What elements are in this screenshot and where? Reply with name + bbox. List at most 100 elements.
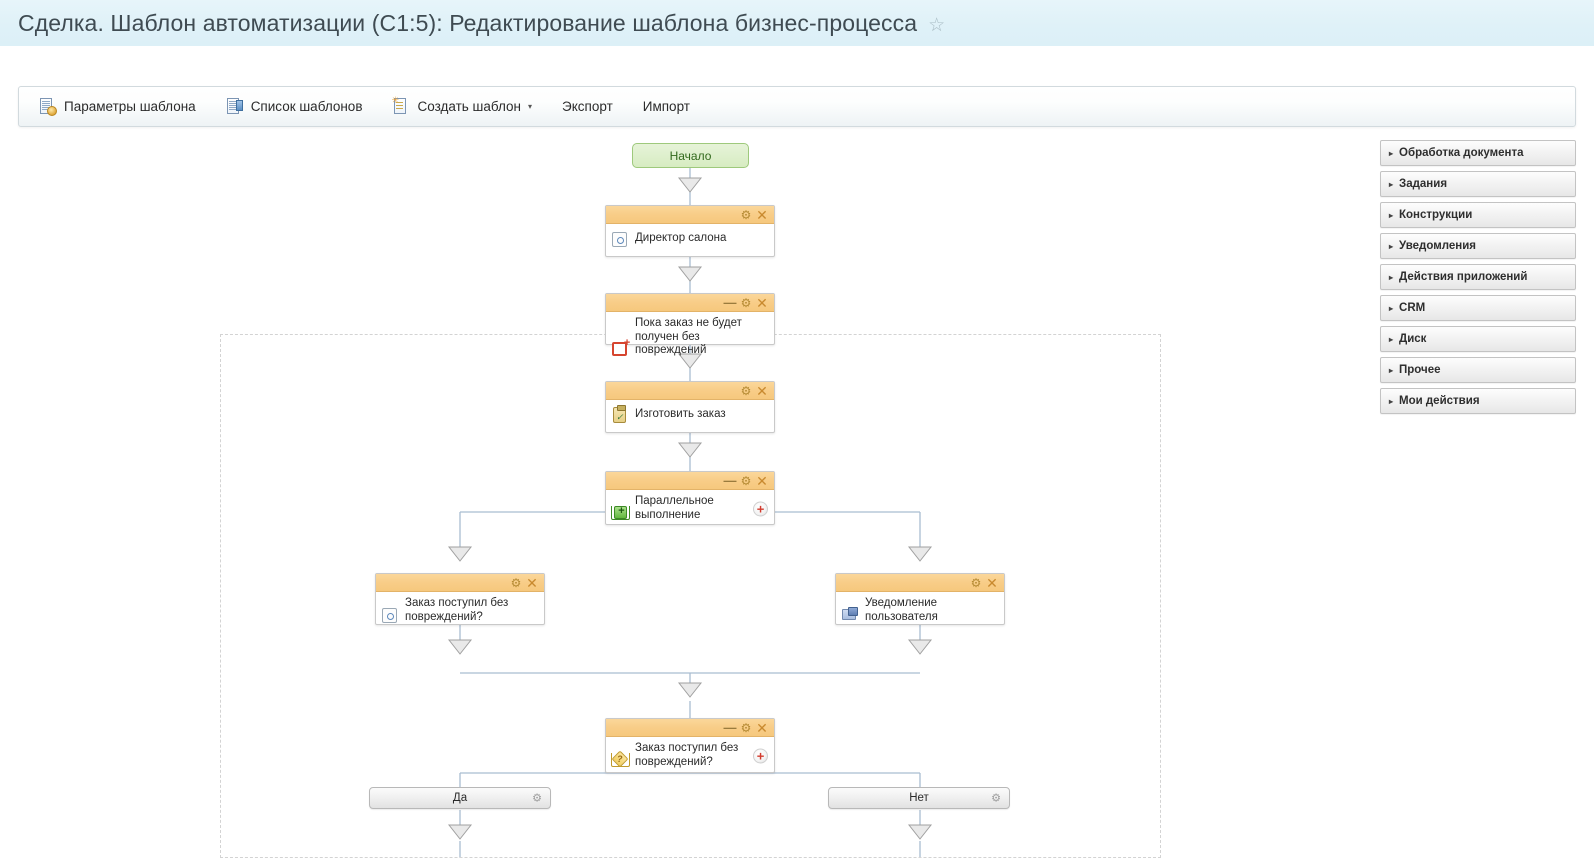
chevron-right-icon: ▸	[1389, 334, 1394, 344]
gear-icon[interactable]: ⚙	[740, 207, 752, 222]
flow-node-notification[interactable]: ⚙ ✕ Уведомление пользователя	[835, 573, 1005, 625]
branch-button-no[interactable]: Нет ⚙	[828, 787, 1010, 809]
toolbar-label: Создать шаблон	[417, 99, 522, 114]
parallel-branch-icon	[611, 504, 630, 522]
flow-node-make-order[interactable]: ⚙ ✕ Изготовить заказ	[605, 381, 775, 433]
flow-node-start[interactable]: Начало	[632, 143, 749, 168]
chevron-right-icon: ▸	[1389, 210, 1394, 220]
gear-icon[interactable]: ⚙	[740, 295, 752, 310]
gear-icon[interactable]: ⚙	[510, 575, 522, 590]
sidebar-item-label: Задания	[1399, 178, 1448, 190]
flow-node-while-loop[interactable]: — ⚙ ✕ Пока заказ не будет получен без по…	[605, 293, 775, 356]
document-list-icon	[226, 98, 243, 115]
flow-node-check-left[interactable]: ⚙ ✕ Заказ поступил без повреждений?	[375, 573, 545, 625]
toolbar-label: Импорт	[642, 99, 690, 114]
node-body: Изготовить заказ	[606, 400, 774, 430]
minimize-icon[interactable]: —	[723, 473, 737, 488]
node-body: Заказ поступил без повреждений?	[376, 592, 544, 630]
branch-label: Нет	[909, 792, 929, 804]
gear-icon[interactable]: ⚙	[991, 792, 1001, 805]
chevron-right-icon: ▸	[1389, 148, 1394, 158]
node-body: Уведомление пользователя	[836, 592, 1004, 630]
sidebar-item-tasks[interactable]: ▸ Задания	[1380, 171, 1576, 197]
add-condition-branch-button[interactable]: +	[753, 748, 768, 764]
toolbar-button-export[interactable]: Экспорт	[547, 87, 628, 126]
node-header: ⚙ ✕	[606, 206, 774, 224]
toolbar-button-template-list[interactable]: Список шаблонов	[211, 87, 378, 126]
loop-icon	[611, 338, 630, 358]
sidebar-item-constructions[interactable]: ▸ Конструкции	[1380, 202, 1576, 228]
sidebar-item-crm[interactable]: ▸ CRM	[1380, 295, 1576, 321]
chevron-right-icon: ▸	[1389, 241, 1394, 251]
flow-node-parallel[interactable]: — ⚙ ✕ Параллельное выполнение +	[605, 471, 775, 525]
close-icon[interactable]: ✕	[756, 206, 768, 223]
close-icon[interactable]: ✕	[986, 574, 998, 591]
close-icon[interactable]: ✕	[756, 719, 768, 736]
node-label: Уведомление пользователя	[865, 597, 938, 623]
close-icon[interactable]: ✕	[526, 574, 538, 591]
sidebar-item-label: Диск	[1399, 333, 1427, 345]
gear-icon[interactable]: ⚙	[970, 575, 982, 590]
branch-label: Да	[452, 792, 468, 804]
toolbar-label: Экспорт	[562, 99, 613, 114]
flowchart-canvas[interactable]: Начало ⚙ ✕ Директор салона — ⚙ ✕ Пока за…	[0, 135, 1594, 858]
sidebar-item-label: Действия приложений	[1399, 271, 1528, 283]
branch-button-yes[interactable]: Да ⚙	[369, 787, 551, 809]
task-clipboard-icon	[611, 405, 629, 424]
sidebar-item-disk[interactable]: ▸ Диск	[1380, 326, 1576, 352]
sidebar-item-label: Конструкции	[1399, 209, 1473, 221]
sidebar-item-notifications[interactable]: ▸ Уведомления	[1380, 233, 1576, 259]
node-header: — ⚙ ✕	[606, 472, 774, 490]
actions-sidebar: ▸ Обработка документа ▸ Задания ▸ Констр…	[1380, 140, 1576, 419]
node-body: Параллельное выполнение +	[606, 490, 774, 528]
sidebar-item-document-processing[interactable]: ▸ Обработка документа	[1380, 140, 1576, 166]
node-label: Директор салона	[635, 231, 727, 244]
node-label: Изготовить заказ	[635, 407, 726, 420]
add-branch-button[interactable]: +	[753, 501, 768, 517]
chevron-right-icon: ▸	[1389, 365, 1394, 375]
gear-icon[interactable]: ⚙	[740, 383, 752, 398]
gear-icon[interactable]: ⚙	[740, 473, 752, 488]
minimize-icon[interactable]: —	[723, 720, 737, 735]
close-icon[interactable]: ✕	[756, 472, 768, 489]
favorite-star-icon[interactable]: ☆	[928, 14, 946, 36]
sidebar-item-label: Прочее	[1399, 364, 1441, 376]
condition-diamond-icon: ?	[611, 750, 630, 769]
node-label: Пока заказ не будет получен без поврежде…	[635, 317, 742, 356]
page-title: Сделка. Шаблон автоматизации (C1:5): Ред…	[18, 9, 918, 36]
toolbar-label: Список шаблонов	[250, 99, 363, 114]
chevron-down-icon: ▾	[528, 102, 533, 111]
node-label: Заказ поступил без повреждений?	[635, 742, 739, 768]
sidebar-item-app-actions[interactable]: ▸ Действия приложений	[1380, 264, 1576, 290]
node-label: Параллельное выполнение	[635, 495, 714, 521]
document-new-icon: ✳	[392, 96, 410, 115]
node-header: ⚙ ✕	[376, 574, 544, 592]
flow-node-director[interactable]: ⚙ ✕ Директор салона	[605, 205, 775, 257]
toolbar-button-import[interactable]: Импорт	[628, 87, 705, 126]
gear-icon[interactable]: ⚙	[740, 720, 752, 735]
chevron-right-icon: ▸	[1389, 396, 1394, 406]
node-header: ⚙ ✕	[606, 382, 774, 400]
minimize-icon[interactable]: —	[723, 295, 737, 310]
close-icon[interactable]: ✕	[756, 382, 768, 399]
chevron-right-icon: ▸	[1389, 272, 1394, 282]
toolbar-button-create-template[interactable]: ✳ Создать шаблон ▾	[378, 87, 548, 126]
start-node-label: Начало	[669, 148, 712, 163]
status-circle-icon	[381, 606, 399, 624]
close-icon[interactable]: ✕	[756, 294, 768, 311]
node-header: — ⚙ ✕	[606, 294, 774, 312]
node-body: Пока заказ не будет получен без поврежде…	[606, 312, 774, 364]
notification-icon	[841, 606, 859, 624]
sidebar-item-my-actions[interactable]: ▸ Мои действия	[1380, 388, 1576, 414]
toolbar-button-template-params[interactable]: Параметры шаблона	[19, 87, 211, 126]
toolbar-label: Параметры шаблона	[64, 99, 196, 114]
chevron-right-icon: ▸	[1389, 303, 1394, 313]
sidebar-item-label: Обработка документа	[1399, 147, 1524, 159]
sidebar-item-label: CRM	[1399, 302, 1426, 314]
flow-node-condition[interactable]: — ⚙ ✕ ? Заказ поступил без повреждений? …	[605, 718, 775, 773]
node-header: ⚙ ✕	[836, 574, 1004, 592]
sidebar-item-other[interactable]: ▸ Прочее	[1380, 357, 1576, 383]
gear-icon[interactable]: ⚙	[532, 792, 542, 805]
chevron-right-icon: ▸	[1389, 179, 1394, 189]
main-toolbar: Параметры шаблона Список шаблонов ✳ Созд…	[18, 86, 1576, 127]
